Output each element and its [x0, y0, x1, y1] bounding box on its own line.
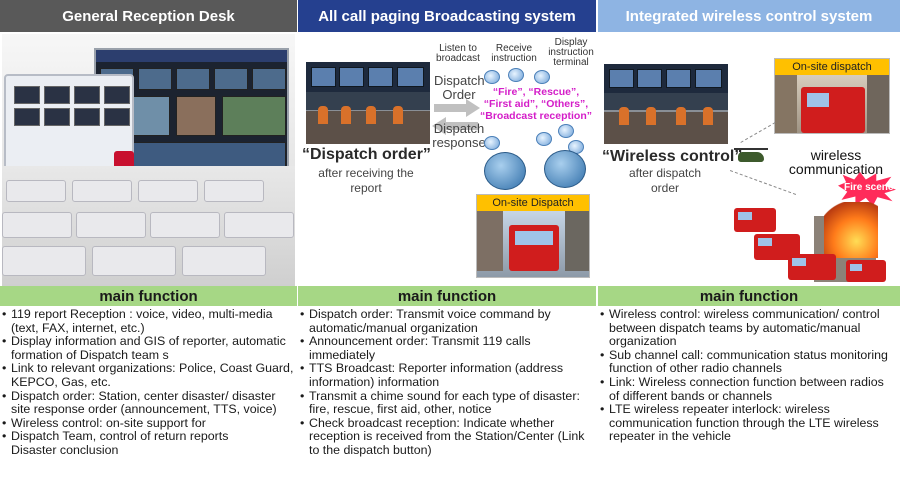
speaker-icon: [484, 136, 500, 150]
arrow-left-icon: [432, 117, 446, 135]
fire-scene-label: Fire scene: [844, 182, 894, 193]
fire-truck: [846, 260, 886, 282]
arrow-right-icon: [466, 99, 480, 117]
main-function-bar: main function: [598, 286, 900, 306]
label-display-terminal: Display instruction terminal: [548, 37, 594, 68]
function-item: LTE wireless repeater interlock: wireles…: [600, 402, 897, 444]
dispatch-order-subtext: after receiving the report: [318, 166, 414, 195]
function-item: Check broadcast reception: Indicate whet…: [300, 416, 593, 458]
column-general-reception: General Reception Desk: [0, 0, 297, 490]
function-item: TTS Broadcast: Reporter information (add…: [300, 362, 593, 389]
fire-truck: [734, 208, 776, 232]
control-room-photo: [604, 64, 728, 144]
main-function-bar: main function: [0, 286, 297, 306]
speaker-icon: [558, 124, 574, 138]
control-room-image: [0, 32, 297, 286]
station-globe-icon: [544, 150, 586, 188]
onsite-dispatch-label: On-site Dispatch: [477, 195, 589, 211]
category-list-text: “Fire”, “Rescue”, “First aid”, “Others”,…: [479, 86, 593, 122]
label-receive-instruction: Receive instruction: [491, 43, 537, 64]
wireless-control-subtext: after dispatch order: [628, 166, 702, 195]
function-item: Wireless control: on-site support for: [2, 416, 294, 431]
wireless-control-quote: “Wireless control”: [602, 148, 743, 165]
helicopter-icon: [738, 152, 764, 162]
function-item: Wireless control: wireless communication…: [600, 307, 897, 349]
broadcast-diagram: “Dispatch order” after receiving the rep…: [298, 32, 596, 286]
column-wireless-control: Integrated wireless control system “Wire…: [598, 0, 900, 490]
function-item: Announcement order: Transmit 119 calls i…: [300, 334, 593, 362]
onsite-dispatch-photo: On-site dispatch: [774, 58, 890, 134]
function-list: Wireless control: wireless communication…: [598, 307, 900, 490]
onsite-dispatch-label: On-site dispatch: [775, 59, 889, 75]
function-item: Dispatch order: Transmit voice command b…: [300, 307, 593, 335]
function-item: Display information and GIS of reporter,…: [2, 334, 294, 362]
wireless-diagram: “Wireless control” after dispatch order …: [598, 32, 900, 286]
reception-console: [4, 74, 134, 174]
function-item: Dispatch order: Station, center disaster…: [2, 389, 294, 417]
speaker-icon: [484, 70, 500, 84]
column-header: General Reception Desk: [0, 0, 297, 32]
function-item: Link: Wireless connection function betwe…: [600, 375, 897, 403]
function-item: Sub channel call: communication status m…: [600, 348, 897, 376]
dispatch-order-label: Dispatch Order: [434, 73, 485, 102]
function-list: Dispatch order: Transmit voice command b…: [298, 307, 596, 490]
speaker-icon: [536, 132, 552, 146]
fire-truck: [801, 87, 865, 133]
main-function-bar: main function: [298, 286, 596, 306]
fire-scene-image: [728, 198, 898, 284]
function-item: Transmit a chime sound for each type of …: [300, 389, 593, 417]
function-item: Link to relevant organizations: Police, …: [2, 362, 294, 389]
control-room-render: [2, 34, 295, 286]
column-header: Integrated wireless control system: [598, 0, 900, 32]
wireless-communication-label: wireless communication: [788, 147, 884, 177]
fire-truck: [788, 254, 836, 280]
station-globe-icon: [484, 152, 526, 190]
dispatch-room-photo: [306, 62, 430, 144]
speaker-icon: [508, 68, 524, 82]
function-item: Dispatch Team, control of return reports: [2, 430, 294, 444]
label-listen-broadcast: Listen to broadcast: [436, 43, 480, 64]
column-header: All call paging Broadcasting system: [298, 0, 596, 32]
function-item: Disaster conclusion: [11, 442, 119, 457]
dispatch-order-quote: “Dispatch order”: [302, 146, 431, 163]
column-broadcasting: All call paging Broadcasting system “Dis…: [298, 0, 596, 490]
dispatch-response-label: Dispatch response: [432, 121, 486, 150]
function-list: 119 report Reception : voice, video, mul…: [0, 307, 297, 490]
fire-truck: [509, 225, 559, 271]
function-item: 119 report Reception : voice, video, mul…: [2, 307, 294, 335]
speaker-icon: [534, 70, 550, 84]
onsite-dispatch-photo: On-site Dispatch: [476, 194, 590, 278]
